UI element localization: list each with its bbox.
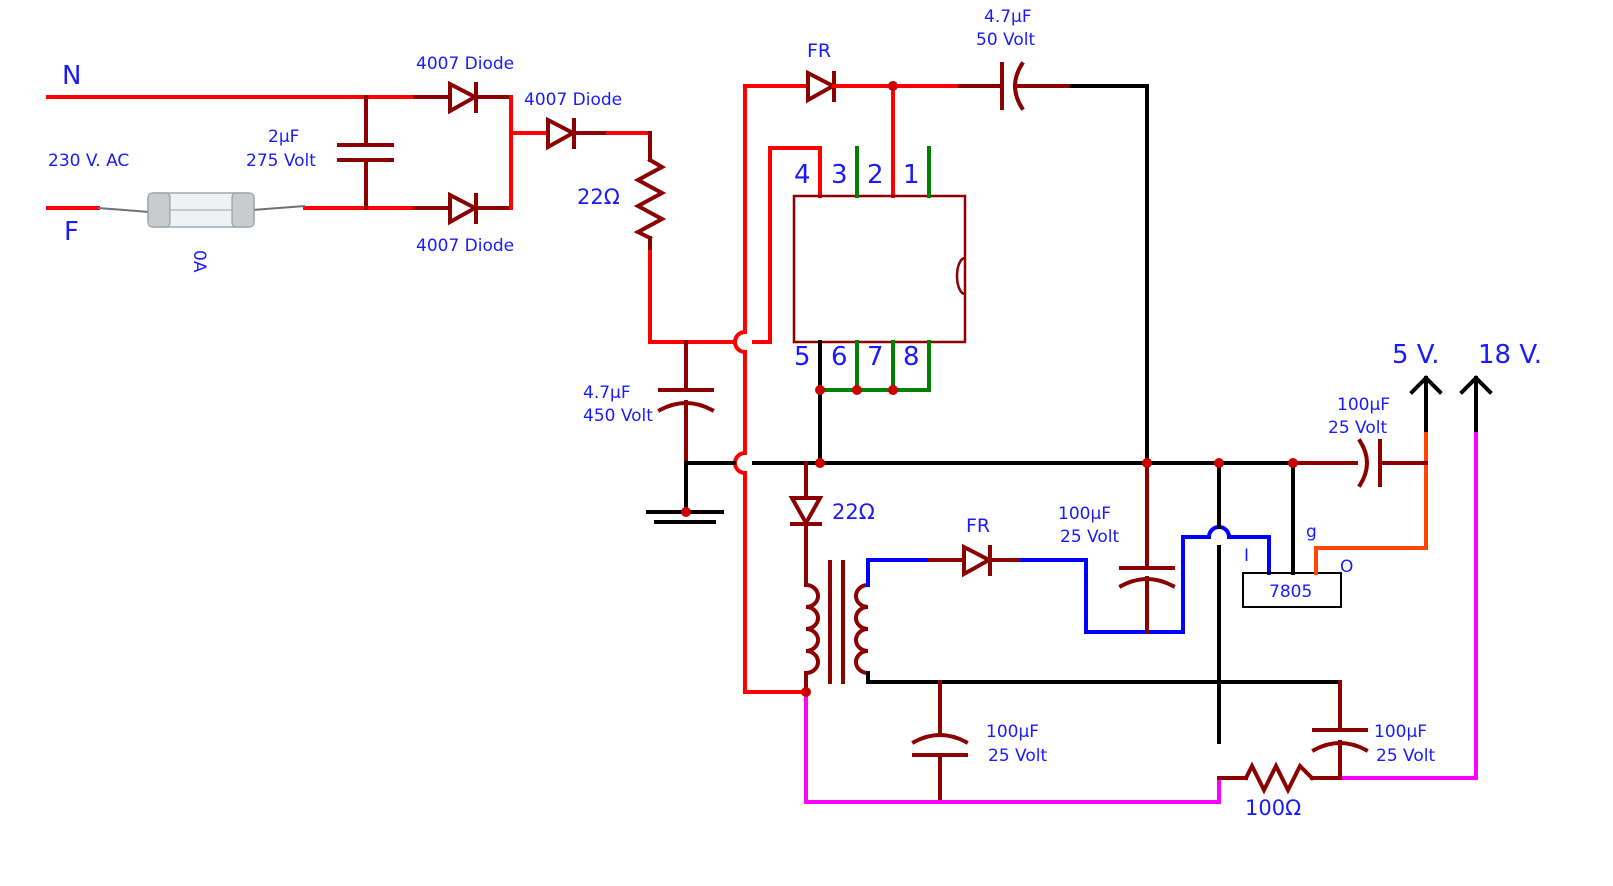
label-fuse-rating: 0A [189, 250, 209, 273]
x-capacitor [337, 95, 394, 210]
diode-fr-top [806, 69, 838, 104]
label-output-cap-2-value: 100µF [986, 722, 1039, 742]
output-capacitor-1 [1118, 461, 1176, 634]
transformer [803, 560, 871, 694]
output-resistor [1217, 761, 1342, 795]
switching-ic [792, 146, 967, 465]
label-snubber-cap-voltage: 50 Volt [976, 30, 1035, 50]
input-resistor [633, 131, 667, 254]
label-diode-fr-out: FR [966, 515, 990, 537]
ic-pin-2: 2 [867, 160, 884, 190]
bulk-capacitor [657, 340, 715, 465]
label-5v-cap-value: 100µF [1337, 395, 1390, 415]
label-diode-bottom: 4007 Diode [416, 236, 514, 256]
label-bulk-cap-voltage: 450 Volt [583, 406, 653, 426]
label-18v-output: 18 V. [1478, 340, 1542, 370]
ic-pin-8: 8 [903, 342, 920, 372]
label-bulk-cap-value: 4.7µF [583, 383, 631, 403]
label-n: N [62, 61, 81, 91]
snubber-capacitor [958, 61, 1074, 111]
label-5v-cap-voltage: 25 Volt [1328, 418, 1387, 438]
label-output-cap-1-value: 100µF [1058, 504, 1111, 524]
ic-pin-5: 5 [794, 342, 811, 372]
label-diode-fr-top: FR [807, 40, 831, 62]
input-lines [46, 95, 417, 210]
label-output-cap-3-value: 100µF [1374, 722, 1427, 742]
label-output-cap-3-voltage: 25 Volt [1376, 746, 1435, 766]
regulator-label: 7805 [1269, 582, 1312, 602]
output-capacitor-3 [1311, 680, 1369, 780]
label-ac-input: 230 V. AC [48, 151, 129, 171]
ic-pin-7: 7 [867, 342, 884, 372]
label-diode-top: 4007 Diode [416, 54, 514, 74]
label-x-cap-value: 2µF [268, 127, 299, 147]
label-input-resistor: 22Ω [577, 185, 620, 209]
diode-fr-out [928, 543, 1024, 578]
regulator-pin-in: I [1244, 546, 1249, 566]
label-5v-output: 5 V. [1392, 340, 1440, 370]
junction-dots [681, 81, 1298, 697]
regulator-pin-out: O [1340, 557, 1353, 577]
label-diode-series: 4007 Diode [524, 90, 622, 110]
label-diode-aux: 22Ω [832, 500, 875, 524]
label-output-cap-1-voltage: 25 Volt [1060, 527, 1119, 547]
diode-series [546, 116, 610, 151]
ic-pin-3: 3 [831, 160, 848, 190]
output-capacitor-2 [911, 680, 969, 804]
ic-pin-1: 1 [903, 160, 920, 190]
diode-aux [788, 496, 824, 528]
diode-top [413, 80, 513, 115]
ic-pin-4: 4 [794, 160, 811, 190]
diode-bottom [413, 191, 513, 226]
ic-pin-6: 6 [831, 342, 848, 372]
regulator-7805 [1242, 428, 1428, 608]
label-x-cap-voltage: 275 Volt [246, 151, 316, 171]
label-snubber-cap-value: 4.7µF [984, 7, 1032, 27]
fuse [97, 192, 306, 228]
output-capacitor-5v [1291, 438, 1428, 488]
label-f: F [64, 217, 79, 247]
label-output-resistor: 100Ω [1245, 796, 1301, 820]
regulator-pin-gnd: g [1306, 522, 1317, 542]
label-output-cap-2-voltage: 25 Volt [988, 746, 1047, 766]
